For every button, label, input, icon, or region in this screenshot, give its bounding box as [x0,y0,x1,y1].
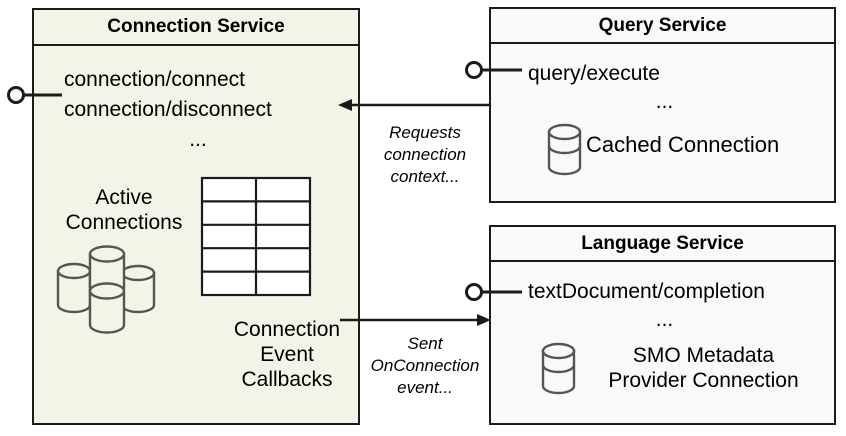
active-connections-label-line-1: Connections [65,210,183,234]
language-service-operation-0[interactable]: textDocument/completion [528,280,765,303]
query-service-operation-0[interactable]: query/execute [528,62,660,85]
component-connection-service[interactable]: Connection Service connection/connect co… [32,8,360,425]
edge1-line-0: Sent [407,334,443,353]
edge1-line-1: OnConnection [370,356,480,376]
active-connections-label: Active Connections [44,186,204,236]
connection-service-title: Connection Service [34,10,358,46]
edge0-line-1: connection [383,145,467,165]
component-language-service[interactable]: Language Service textDocument/completion… [489,225,836,425]
smo-label-line-0: SMO Metadata [632,344,775,367]
edge-label-requests-connection-context: Requests connection context... [360,122,490,188]
callbacks-label-line-2: Callbacks [241,367,333,391]
connection-service-body: connection/connect connection/disconnect… [34,46,358,425]
edge0-line-0: Requests [389,123,461,142]
callbacks-label-line-0: Connection [233,318,341,341]
language-service-body: textDocument/completion ... SMO Metadata… [491,262,834,423]
language-service-operation-1: ... [655,308,674,331]
language-service-title: Language Service [491,227,834,262]
connection-service-operation-1[interactable]: connection/disconnect [64,98,272,121]
smo-label-line-1: Provider Connection [608,368,799,392]
query-service-body: query/execute ... Cached Connection [491,44,834,201]
query-service-operation-1: ... [655,90,674,113]
cached-connection-label: Cached Connection [586,132,780,157]
connection-service-operation-2: ... [189,128,207,151]
active-connections-label-line-0: Active [95,186,153,209]
edge1-line-2: event... [397,378,453,398]
edge-connection-to-language [340,314,491,326]
callbacks-label-line-1: Event [260,342,314,366]
smo-metadata-provider-label: SMO Metadata Provider Connection [576,344,831,394]
edge-label-sent-onconnection-event: Sent OnConnection event... [357,333,493,399]
query-service-title: Query Service [491,9,834,44]
connection-event-callbacks-label: Connection Event Callbacks [212,318,362,392]
edge0-line-2: context... [390,167,460,187]
connection-service-operation-0[interactable]: connection/connect [64,68,245,91]
edge-query-to-connection [338,99,489,111]
component-query-service[interactable]: Query Service query/execute ... Cached C… [489,7,836,203]
